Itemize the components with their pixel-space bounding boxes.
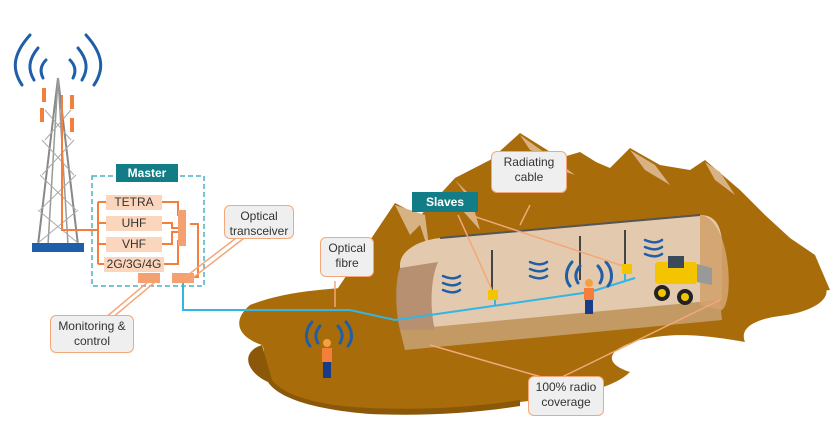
- slave-unit-icon: [488, 290, 498, 300]
- callout-optical-fibre: Optical fibre: [320, 237, 374, 277]
- callout-text: transceiver: [229, 224, 289, 238]
- loader-vehicle-icon: [654, 256, 712, 305]
- radio-tower-icon: [32, 77, 98, 252]
- callout-optical-transceiver: Optical transceiver: [224, 205, 294, 239]
- band-vhf: VHF: [106, 237, 162, 252]
- slave-unit-icon: [622, 264, 632, 274]
- master-label: Master: [116, 164, 178, 182]
- band-tetra: TETRA: [106, 195, 162, 210]
- callout-text: coverage: [541, 395, 591, 409]
- combiner: [178, 210, 186, 246]
- callout-text: Optical: [328, 241, 366, 255]
- worker-icon: [584, 279, 594, 314]
- master-wiring: [97, 201, 199, 278]
- band-uhf: UHF: [106, 216, 162, 231]
- band-2g-3g-4g: 2G/3G/4G: [104, 257, 164, 272]
- optical-transceiver-unit: [172, 273, 194, 283]
- callout-radio-coverage: 100% radio coverage: [528, 376, 604, 416]
- tunnel-wave-icon: [441, 238, 664, 294]
- callout-text: Optical: [240, 209, 278, 223]
- callout-text: Radiating: [503, 155, 555, 169]
- callout-text: 100% radio: [535, 380, 597, 394]
- callout-text: cable: [514, 170, 544, 184]
- callout-text: control: [73, 334, 111, 348]
- callout-text: Monitoring &: [58, 319, 126, 333]
- monitoring-unit: [138, 273, 160, 283]
- callout-pointers: [104, 204, 721, 379]
- worker-icon: [322, 339, 332, 378]
- tunnel: [396, 214, 729, 350]
- radio-waves-icon: [13, 33, 613, 348]
- callout-radiating-cable: Radiating cable: [491, 151, 567, 193]
- slaves-label: Slaves: [412, 192, 478, 212]
- callout-text: fibre: [335, 256, 359, 270]
- callout-monitoring-control: Monitoring & control: [50, 315, 134, 353]
